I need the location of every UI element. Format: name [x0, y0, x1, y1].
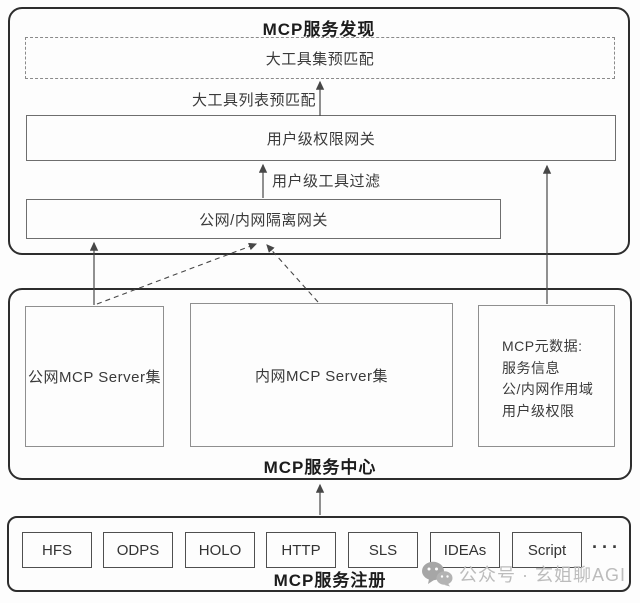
service-label: HFS — [42, 541, 72, 559]
permission-gateway-label: 用户级权限网关 — [266, 130, 376, 148]
service-label: IDEAs — [443, 541, 487, 559]
isolation-gateway-box: 公网/内网隔离网关 — [26, 199, 501, 239]
mcp-metadata-box: MCP元数据: 服务信息 公/内网作用域 用户级权限 — [478, 305, 615, 447]
public-mcp-server-box: 公网MCP Server集 — [25, 306, 164, 447]
service-box-holo: HOLO — [185, 532, 255, 568]
metadata-line-title: MCP元数据: — [502, 338, 583, 354]
toolset-prematch-label: 大工具集预匹配 — [265, 50, 375, 68]
permission-gateway-box: 用户级权限网关 — [26, 115, 616, 161]
service-box-odps: ODPS — [103, 532, 173, 568]
metadata-line-scope: 公/内网作用域 — [502, 381, 594, 397]
public-mcp-server-label: 公网MCP Server集 — [28, 369, 161, 386]
filter-arrow-label: 用户级工具过滤 — [272, 173, 381, 190]
toolset-prematch-box: 大工具集预匹配 — [25, 37, 615, 79]
metadata-line-service-info: 服务信息 — [502, 359, 560, 376]
service-box-script: Script — [512, 532, 582, 568]
isolation-gateway-label: 公网/内网隔离网关 — [199, 211, 328, 229]
service-label: ODPS — [116, 541, 160, 559]
service-center-section: MCP服务中心 — [8, 288, 632, 480]
internal-mcp-server-label: 内网MCP Server集 — [255, 367, 388, 385]
service-discovery-title: MCP服务发现 — [262, 20, 376, 39]
service-label: HTTP — [281, 541, 321, 559]
metadata-line-permission: 用户级权限 — [502, 402, 575, 419]
service-box-ideas: IDEAs — [430, 532, 500, 568]
service-discovery-section: MCP服务发现 — [8, 7, 630, 255]
service-center-title: MCP服务中心 — [263, 458, 377, 477]
more-services-ellipsis: ··· — [592, 537, 622, 557]
prematch-arrow-label: 大工具列表预匹配 — [192, 92, 317, 109]
service-box-hfs: HFS — [22, 532, 92, 568]
service-label: Script — [527, 541, 567, 559]
service-registry-title: MCP服务注册 — [273, 571, 387, 590]
wechat-icon — [421, 561, 453, 587]
watermark: 公众号 · 玄姐聊AGI — [421, 561, 626, 587]
internal-mcp-server-box: 内网MCP Server集 — [190, 303, 453, 447]
service-label: HOLO — [198, 541, 242, 559]
service-box-sls: SLS — [348, 532, 418, 568]
service-box-http: HTTP — [266, 532, 336, 568]
service-label: SLS — [368, 541, 398, 559]
service-registry-section — [7, 516, 631, 592]
watermark-text: 公众号 · 玄姐聊AGI — [459, 565, 627, 585]
